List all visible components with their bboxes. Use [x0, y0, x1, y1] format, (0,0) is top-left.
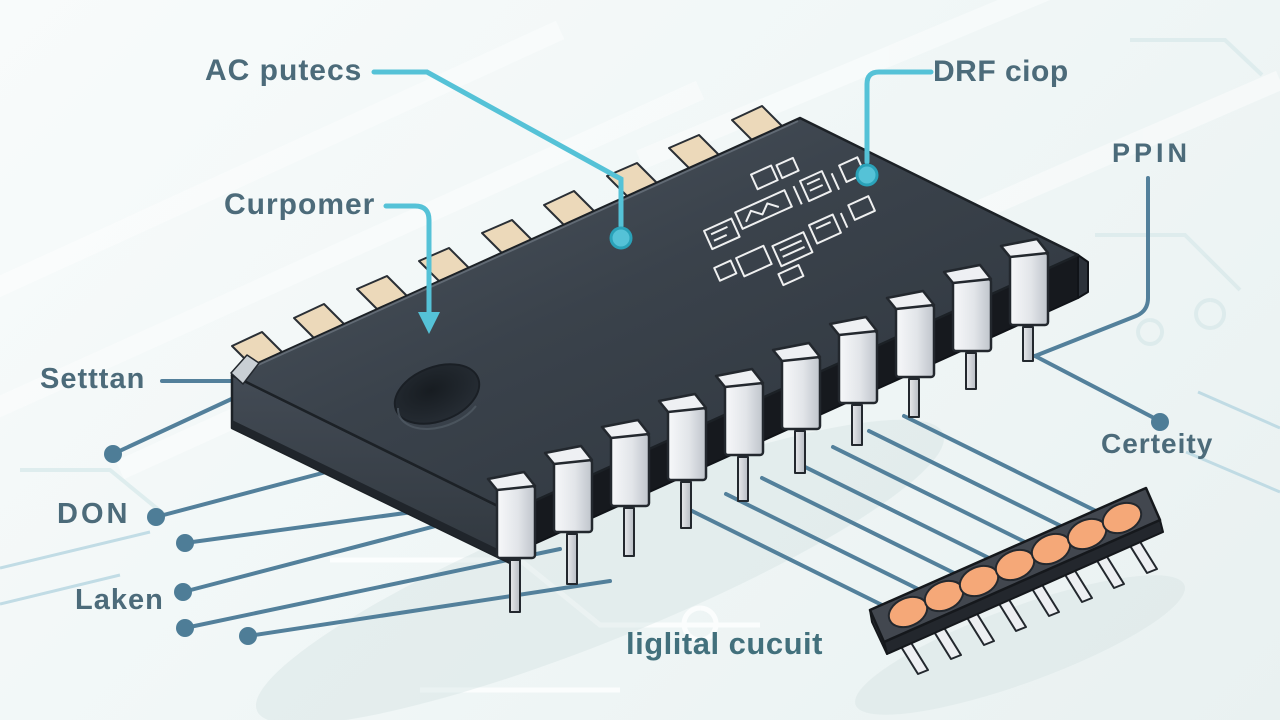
chip-pin-front — [999, 237, 1050, 362]
chip-front-pins — [486, 237, 1050, 613]
chip-left-face-lip — [232, 420, 510, 563]
label-digital-circuit: liglital cucuit — [626, 626, 823, 661]
chip-markings — [703, 156, 876, 287]
leader-dot — [176, 619, 194, 637]
leader-line-don — [154, 464, 351, 519]
chip-dimple-rim — [396, 405, 477, 430]
connector-line — [724, 492, 922, 592]
leader-dot — [239, 627, 257, 645]
leader-dot-ac-putecs — [609, 226, 633, 250]
right-connector-lines — [688, 176, 1169, 608]
chip-pin-front — [543, 444, 594, 585]
leader-line-7 — [246, 579, 612, 638]
leader-dot — [147, 508, 165, 526]
leader-dot-certeity — [1151, 413, 1169, 431]
chip-pin-front — [486, 470, 537, 613]
label-laken: Laken — [75, 584, 164, 616]
leader-line-drf-ciop — [864, 69, 934, 165]
label-drf-ciop: DRF ciop — [933, 55, 1069, 88]
connector-line — [688, 508, 886, 608]
chip-pin-front — [714, 367, 765, 502]
header-pad — [1101, 501, 1143, 535]
chip-pin-front — [885, 289, 936, 418]
label-setttan: Setttan — [40, 363, 146, 395]
leader-dot — [174, 583, 192, 601]
curpomer-arrowhead — [418, 312, 440, 334]
label-ppin: PPIN — [1112, 138, 1192, 168]
connector-line — [902, 414, 1100, 514]
label-certeity: Certeity — [1101, 428, 1214, 459]
chip-dimple — [393, 363, 481, 425]
chip-shadow — [255, 419, 1185, 720]
chip-pin-front — [828, 315, 879, 446]
leader-line-laken — [183, 547, 562, 630]
label-don: DON — [57, 498, 131, 530]
chip-pin-front — [942, 263, 993, 390]
label-curpomer: Curpomer — [224, 188, 376, 221]
chip-corner-bevel — [230, 354, 260, 385]
pin-header — [868, 486, 1164, 675]
chip-pin-front — [657, 392, 708, 529]
leader-line-2 — [111, 394, 240, 456]
cyan-annotations — [371, 69, 934, 334]
leader-line-ac-putecs — [371, 69, 624, 229]
connector-line — [867, 429, 1065, 529]
leader-line-certeity — [1033, 354, 1158, 421]
connector-line — [795, 461, 993, 561]
chip-end-face — [1077, 254, 1089, 299]
leader-line-ppin — [1033, 176, 1150, 358]
chip-pin-front — [600, 418, 651, 557]
leader-dot-drf-ciop — [855, 163, 879, 187]
leader-dot — [104, 445, 122, 463]
leader-line-curpomer — [383, 203, 432, 317]
label-ac-putecs: AC putecs — [205, 54, 363, 87]
connector-line — [831, 445, 1029, 545]
header-pads — [887, 501, 1143, 629]
connector-line — [760, 476, 958, 576]
chip-pin-front — [771, 341, 822, 474]
chip-top-bevel — [237, 120, 799, 375]
leader-dot — [176, 534, 194, 552]
